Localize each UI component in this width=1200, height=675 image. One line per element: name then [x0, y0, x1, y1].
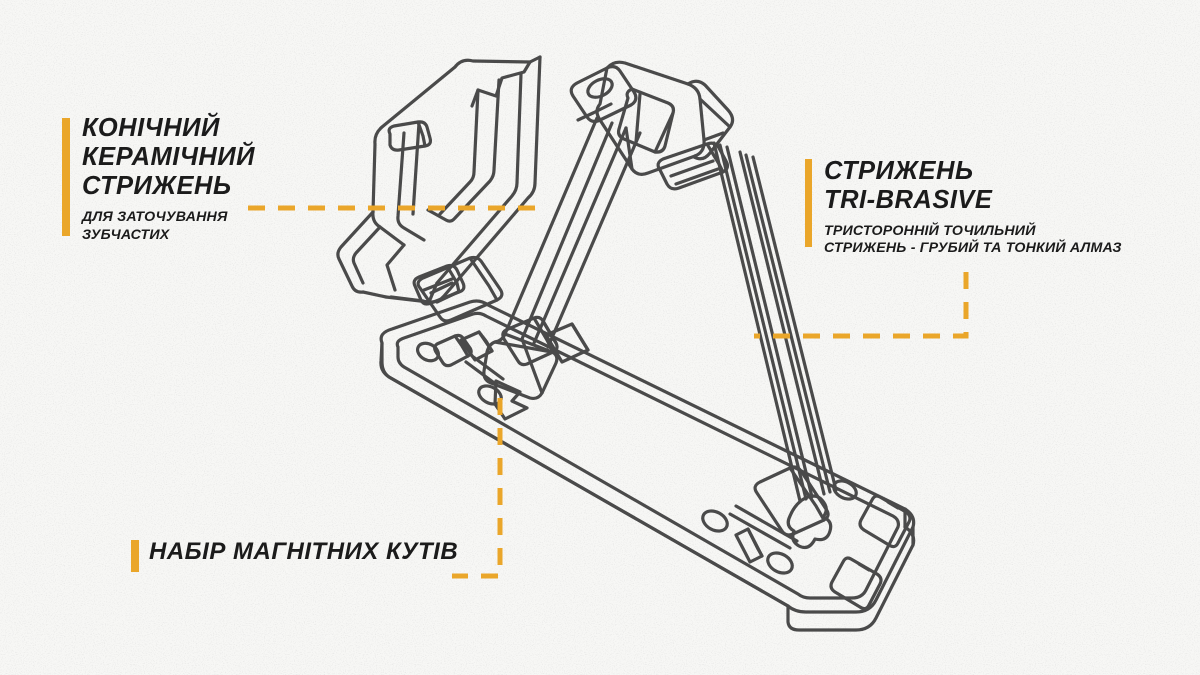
rod-assembly-left-leg: [482, 102, 642, 401]
callout-tri-brasive-title: СТРИЖЕНЬ TRI-BRASIVE: [824, 157, 993, 214]
callout-tri-brasive-rod: СТРИЖЕНЬ TRI-BRASIVE ТРИСТОРОННІЙ ТОЧИЛЬ…: [805, 157, 1185, 257]
callout-tri-brasive-subtitle: ТРИСТОРОННІЙ ТОЧИЛЬНИЙ СТРИЖЕНЬ - ГРУБИЙ…: [824, 222, 1122, 256]
callout-cone-subtitle: ДЛЯ ЗАТОЧУВАННЯ ЗУБЧАСТИХ: [82, 209, 228, 243]
accent-bar-magnetic: [131, 540, 139, 572]
leader-line-magnetic: [452, 398, 503, 579]
center-pivot-hardware: [416, 255, 590, 367]
hinge-bridge: [412, 263, 466, 306]
base-platform: [379, 299, 916, 632]
callout-magnetic-angle-set: НАБІР МАГНІТНИХ КУТІВ: [131, 538, 459, 572]
accent-bar-cone: [62, 118, 70, 236]
accent-bar-tri-brasive: [805, 159, 812, 247]
leader-line-tri-brasive: [754, 272, 969, 339]
callout-cone-ceramic-rod: КОНІЧНИЙ КЕРАМІЧНИЙ СТРИЖЕНЬ ДЛЯ ЗАТОЧУВ…: [62, 114, 362, 244]
conical-ceramic-rod: [336, 55, 542, 304]
callout-cone-title: КОНІЧНИЙ КЕРАМІЧНИЙ СТРИЖЕНЬ: [82, 114, 255, 200]
callout-magnetic-title: НАБІР МАГНІТНИХ КУТІВ: [149, 538, 459, 565]
apex-pivot-head: [569, 60, 735, 191]
magnetic-angle-hardware-left: [415, 330, 529, 421]
rod-assembly-right-leg: [712, 141, 838, 503]
